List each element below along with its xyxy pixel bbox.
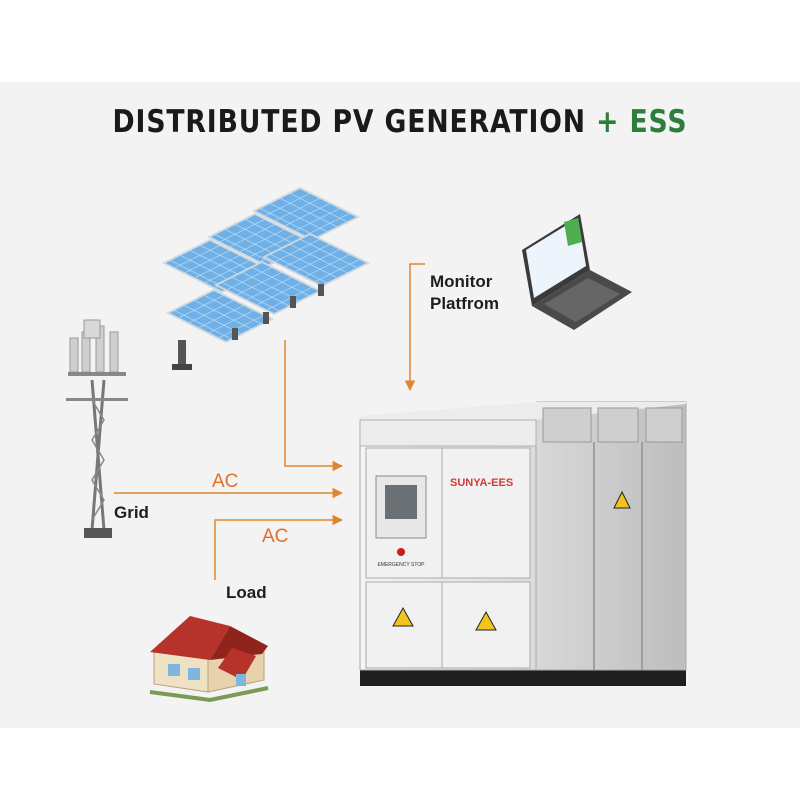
monitor-label-line2: Platfrom	[430, 294, 499, 313]
title-plus: +	[596, 104, 620, 140]
diagram-title: DISTRIBUTED PV GENERATION + ESS	[56, 104, 744, 140]
connector-arrows	[114, 263, 425, 580]
grid-label: Grid	[114, 503, 149, 522]
grid-tower-icon	[66, 319, 128, 538]
emergency-stop-label: EMERGENCY STOP	[377, 562, 425, 568]
load-label: Load	[226, 583, 267, 602]
cabinet-brand: SUNYA-EES	[450, 477, 513, 489]
pv-arrow	[284, 340, 344, 472]
solar-panel-array	[162, 187, 370, 370]
solar-panel	[252, 187, 360, 241]
solar-panel	[166, 289, 274, 343]
load-arrow	[214, 514, 344, 580]
title-main: DISTRIBUTED PV GENERATION	[112, 104, 586, 140]
ac-load-label: AC	[262, 526, 289, 547]
title-accent: ESS	[629, 104, 688, 140]
laptop-icon	[522, 214, 632, 330]
solar-panel	[262, 233, 370, 287]
house-icon	[149, 616, 269, 703]
ac-grid-label: AC	[212, 471, 239, 492]
monitor-label-line1: Monitor	[430, 272, 493, 291]
monitor-arrow	[404, 263, 425, 392]
ess-cabinet	[359, 401, 687, 686]
